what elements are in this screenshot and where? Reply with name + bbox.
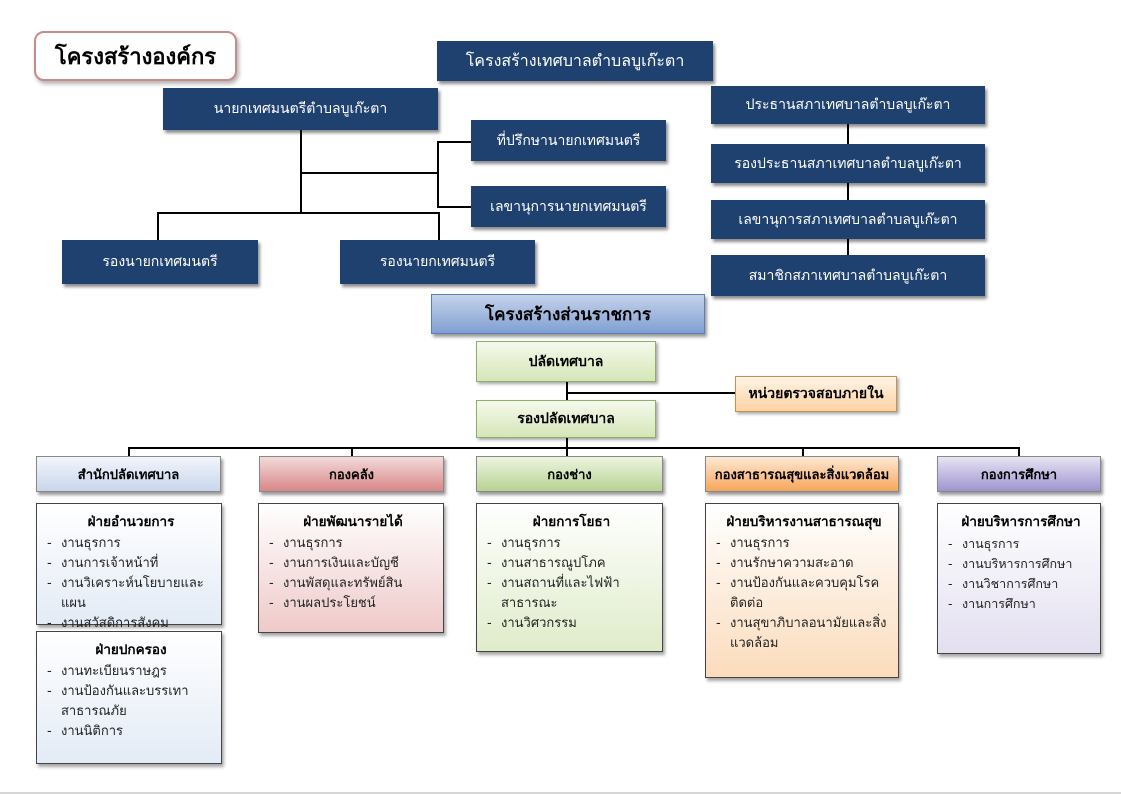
dept-drop-1 xyxy=(128,447,130,457)
list-item: -งานทะเบียนราษฎร xyxy=(47,664,167,679)
deputy2-drop xyxy=(438,212,440,240)
admin-division-card: ฝ่ายอำนวยการ -งานธุรการ -งานการเจ้าหน้าท… xyxy=(36,503,222,631)
list-item: -งานการศึกษา xyxy=(948,596,1036,611)
dept-drop-5 xyxy=(1018,447,1020,457)
list-item: -งานวิศวกรรม xyxy=(487,616,577,631)
card-title: ฝ่ายบริหารงานสาธารณสุข xyxy=(726,514,882,530)
list-item: -งานป้องกันและควบคุมโรคติดต่อ xyxy=(716,576,880,611)
council-vice-chair-box: รองประธานสภาเทศบาลตำบลบูเก๊ะตา xyxy=(711,144,985,183)
dept-public-health: กองสาธารณสุขและสิ่งแวดล้อม xyxy=(705,456,899,492)
council-members-box: สมาชิกสภาเทศบาลตำบลบูเก๊ะตา xyxy=(711,255,985,296)
council-connector-1 xyxy=(847,124,849,144)
card-title: ฝ่ายการโยธา xyxy=(532,514,611,530)
deputy-mayor-2-box: รองนายกเทศมนตรี xyxy=(340,240,535,284)
mayor-secretary-box: เลขานุการนายกเทศมนตรี xyxy=(471,186,666,227)
list-item: -งานการเงินและบัญชี xyxy=(269,556,399,571)
dept-drop-3 xyxy=(566,447,568,457)
mayor-staff-connector xyxy=(301,172,438,174)
list-item: -งานธุรการ xyxy=(269,536,343,551)
deputy-clerk-box: รองปลัดเทศบาล xyxy=(476,400,656,438)
public-works-division-card: ฝ่ายการโยธา -งานธุรการ -งานสาธารณูปโภค -… xyxy=(476,503,663,652)
internal-audit-box: หน่วยตรวจสอบภายใน xyxy=(735,376,897,412)
advisor-connector xyxy=(437,141,439,207)
dept-drop-2 xyxy=(351,447,353,457)
revenue-division-card: ฝ่ายพัฒนารายได้ -งานธุรการ -งานการเงินแล… xyxy=(258,503,444,633)
list-item: -งานผลประโยชน์ xyxy=(269,596,376,611)
list-item: -งานพัสดุและทรัพย์สิน xyxy=(269,576,403,591)
council-secretary-box: เลขานุการสภาเทศบาลตำบลบูเก๊ะตา xyxy=(711,200,985,239)
list-item: -งานธุรการ xyxy=(948,536,1020,551)
footer-divider xyxy=(0,792,1121,794)
secretary-stub xyxy=(437,206,471,208)
list-item: -งานนิติการ xyxy=(47,724,124,739)
list-item: -งานวิชาการศึกษา xyxy=(948,576,1059,591)
council-structure-title: โครงสร้างเทศบาลตำบลบูเก๊ะตา xyxy=(437,41,713,81)
education-division-card: ฝ่ายบริหารการศึกษา -งานธุรการ -งานบริหาร… xyxy=(937,503,1101,654)
card-title: ฝ่ายอำนวยการ xyxy=(87,514,175,530)
card-title: ฝ่ายพัฒนารายได้ xyxy=(303,514,403,530)
list-item: -งานธุรการ xyxy=(716,536,790,551)
list-item: -งานสาธารณูปโภค xyxy=(487,556,606,571)
council-chair-box: ประธานสภาเทศบาลตำบลบูเก๊ะตา xyxy=(711,86,985,124)
council-connector-3 xyxy=(847,239,849,255)
dept-education: กองการศึกษา xyxy=(937,456,1101,492)
mayor-box: นายกเทศมนตรีตำบลบูเก๊ะตา xyxy=(163,88,438,130)
list-item: -งานธุรการ xyxy=(487,536,561,551)
admin-structure-title: โครงสร้างส่วนราชการ xyxy=(431,294,705,334)
deputy-clerk-drop xyxy=(566,438,568,448)
governance-division-card: ฝ่ายปกครอง -งานทะเบียนราษฎร -งานป้องกันแ… xyxy=(36,631,222,764)
card-title: ฝ่ายบริหารการศึกษา xyxy=(961,514,1081,530)
council-connector-2 xyxy=(847,183,849,200)
department-bar xyxy=(128,447,1019,449)
list-item: -งานป้องกันและบรรเทาสาธารณภัย xyxy=(47,684,189,719)
page-title: โครงสร้างองค์กร xyxy=(34,31,237,81)
dept-finance: กองคลัง xyxy=(259,456,444,492)
list-item: -งานสถานที่และไฟฟ้าสาธารณะ xyxy=(487,576,620,611)
advisor-stub xyxy=(437,141,471,143)
public-health-division-card: ฝ่ายบริหารงานสาธารณสุข -งานธุรการ -งานรั… xyxy=(705,503,899,678)
dept-drop-4 xyxy=(802,447,804,457)
list-item: -งานวิเคราะห์นโยบายและแผน xyxy=(47,576,204,611)
deputy-mayor-1-box: รองนายกเทศมนตรี xyxy=(62,240,258,284)
list-item: -งานธุรการ xyxy=(47,536,121,551)
list-item: -งานบริหารการศึกษา xyxy=(948,556,1073,571)
list-item: -งานการเจ้าหน้าที่ xyxy=(47,556,159,571)
clerk-box: ปลัดเทศบาล xyxy=(476,341,656,382)
deputy1-drop xyxy=(157,212,159,240)
dept-engineering: กองช่าง xyxy=(476,456,663,492)
mayor-connector xyxy=(300,129,302,213)
dept-office-of-clerk: สำนักปลัดเทศบาล xyxy=(36,456,221,492)
list-item: -งานสวัสดิการสังคม xyxy=(47,616,169,631)
audit-connector xyxy=(567,392,735,394)
advisor-box: ที่ปรึกษานายกเทศมนตรี xyxy=(471,120,666,161)
list-item: -งานสุขาภิบาลอนามัยและสิ่งแวดล้อม xyxy=(716,616,887,651)
list-item: -งานรักษาความสะอาด xyxy=(716,556,854,571)
card-title: ฝ่ายปกครอง xyxy=(95,642,167,658)
deputy-bar xyxy=(157,212,440,214)
